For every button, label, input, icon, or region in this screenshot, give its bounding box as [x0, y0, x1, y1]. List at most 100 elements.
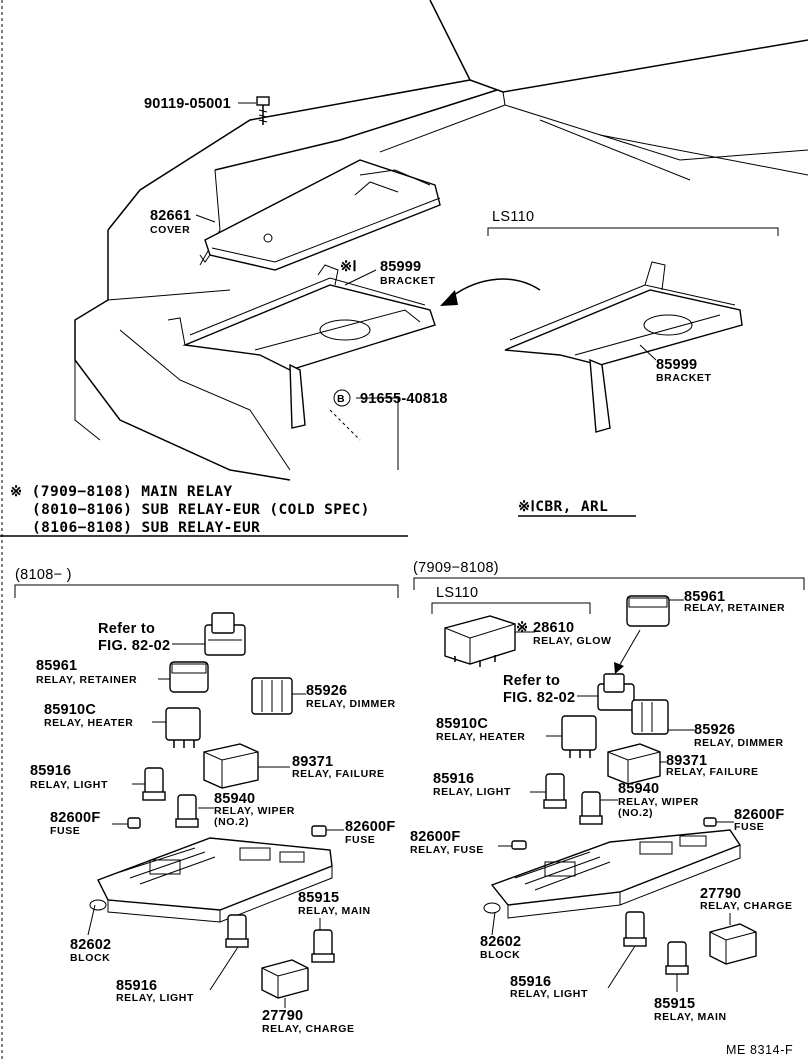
cover-name: COVER	[150, 224, 190, 236]
right-light-a-name: RELAY, LIGHT	[433, 786, 511, 798]
bracket-name: BRACKET	[380, 275, 436, 287]
left-failure-relay-illustration	[203, 743, 259, 789]
left-fuse-a-illustration	[127, 817, 141, 829]
left-block-part: 82602	[70, 937, 111, 953]
ls110-top-label: LS110	[492, 209, 534, 225]
right-light-b-name: RELAY, LIGHT	[510, 988, 588, 1000]
left-retainer-name: RELAY, RETAINER	[36, 674, 137, 686]
left-failure-name: RELAY, FAILURE	[292, 768, 385, 780]
cover-part-number: 82661	[150, 208, 191, 224]
left-range-bracket	[14, 584, 399, 598]
right-failure-relay-illustration	[607, 743, 661, 785]
right-charge-name: RELAY, CHARGE	[700, 900, 793, 912]
right-light-b-part: 85916	[510, 974, 551, 990]
bolt-part-number: 90119-05001	[144, 96, 231, 112]
bolt2-part-number: 91655-40818	[360, 391, 448, 407]
left-wiper-name: RELAY, WIPER	[214, 805, 295, 817]
left-light-b-leader	[209, 946, 239, 991]
left-heater-part: 85910C	[44, 702, 96, 718]
right-charge-part: 27790	[700, 886, 741, 902]
right-block-illustration	[483, 829, 742, 919]
swing-arrow	[447, 278, 541, 301]
left-block-illustration	[89, 837, 333, 923]
ls110-bracket-line	[487, 227, 779, 236]
right-glow-relay-illustration	[444, 615, 516, 667]
note-line-2: (8010−8106) SUB RELAY-EUR (COLD SPEC)	[32, 502, 370, 518]
right-wiper-sub: (NO.2)	[618, 807, 653, 819]
vehicle-body-illustration	[74, 0, 808, 481]
left-retainer-relay-illustration	[169, 661, 209, 693]
bolt-illustration	[256, 96, 270, 125]
right-light-a-part: 85916	[433, 771, 474, 787]
left-charge-part: 27790	[262, 1008, 303, 1024]
left-dimmer-part: 85926	[306, 683, 347, 699]
right-refer-relay-illustration	[597, 673, 635, 711]
left-wiper-relay-illustration	[175, 794, 199, 828]
right-dimmer-relay-illustration	[631, 699, 669, 735]
right-fuse-a-part: 82600F	[734, 807, 784, 823]
left-main-part: 85915	[298, 890, 339, 906]
right-retainer-arrow-head	[614, 662, 624, 674]
bolt2-circle-letter: B	[337, 393, 345, 405]
left-heater-relay-illustration	[165, 707, 201, 748]
left-wiper-part: 85940	[214, 791, 255, 807]
bracket-illustration	[167, 264, 436, 429]
right-ls110-bracket	[431, 602, 591, 614]
right-light-b-leader	[607, 945, 636, 989]
leader-cover	[195, 214, 216, 223]
leader-bolt2-dashed	[329, 409, 361, 441]
right-block-name: BLOCK	[480, 949, 520, 961]
cover-illustration	[199, 159, 441, 271]
left-light-b-relay-illustration	[225, 914, 249, 948]
note-cbr: ※ⅠCBR, ARL	[518, 499, 608, 515]
left-fuse-b-name: FUSE	[345, 834, 375, 846]
note-line-1: ※ (7909−8108) MAIN RELAY	[10, 484, 233, 500]
left-main-name: RELAY, MAIN	[298, 905, 371, 917]
right-wiper-part: 85940	[618, 781, 659, 797]
left-refer-relay-illustration	[204, 612, 246, 656]
leader-bracket-ls110	[639, 344, 657, 361]
right-range-label: (7909−8108)	[413, 560, 499, 576]
swing-arrow-head	[440, 290, 458, 306]
bolt2-circle	[333, 389, 351, 407]
left-charge-name: RELAY, CHARGE	[262, 1023, 355, 1035]
right-fuse-b-name: RELAY, FUSE	[410, 844, 484, 856]
right-main-part: 85915	[654, 996, 695, 1012]
right-heater-relay-illustration	[561, 715, 597, 758]
left-light-a-part: 85916	[30, 763, 71, 779]
right-range-bracket	[413, 577, 805, 590]
right-refer-line1: Refer to	[503, 673, 560, 689]
left-fuse-b-part: 82600F	[345, 819, 395, 835]
bracket-ls110-name: BRACKET	[656, 372, 712, 384]
right-charge-relay-illustration	[709, 923, 757, 965]
note-line-3: (8106−8108) SUB RELAY-EUR	[32, 520, 260, 536]
bracket-ls110-illustration	[504, 261, 743, 433]
right-block-leader	[491, 911, 496, 936]
right-failure-name: RELAY, FAILURE	[666, 766, 759, 778]
right-failure-part: 89371	[666, 753, 707, 769]
left-charge-relay-illustration	[261, 959, 309, 999]
left-refer-line2: FIG. 82-02	[98, 638, 170, 654]
left-fuse-b-illustration	[311, 825, 327, 837]
right-light-a-relay-illustration	[543, 773, 567, 809]
left-light-a-relay-illustration	[142, 767, 166, 801]
right-wiper-name: RELAY, WIPER	[618, 796, 699, 808]
leader-bracket	[344, 269, 377, 286]
left-main-relay-illustration	[311, 929, 335, 963]
right-fuse-b-part: 82600F	[410, 829, 460, 845]
left-refer-line1: Refer to	[98, 621, 155, 637]
right-main-name: RELAY, MAIN	[654, 1011, 727, 1023]
right-block-part: 82602	[480, 934, 521, 950]
right-light-b-relay-illustration	[623, 911, 647, 947]
left-light-b-part: 85916	[116, 978, 157, 994]
right-main-relay-illustration	[665, 941, 689, 975]
right-heater-name: RELAY, HEATER	[436, 731, 525, 743]
left-block-name: BLOCK	[70, 952, 110, 964]
left-fuse-a-name: FUSE	[50, 825, 80, 837]
left-fuse-a-part: 82600F	[50, 810, 100, 826]
right-glow-prefix: ※	[516, 620, 528, 636]
right-retainer-name: RELAY, RETAINER	[684, 602, 785, 614]
right-wiper-relay-illustration	[579, 791, 603, 825]
left-dimmer-name: RELAY, DIMMER	[306, 698, 396, 710]
